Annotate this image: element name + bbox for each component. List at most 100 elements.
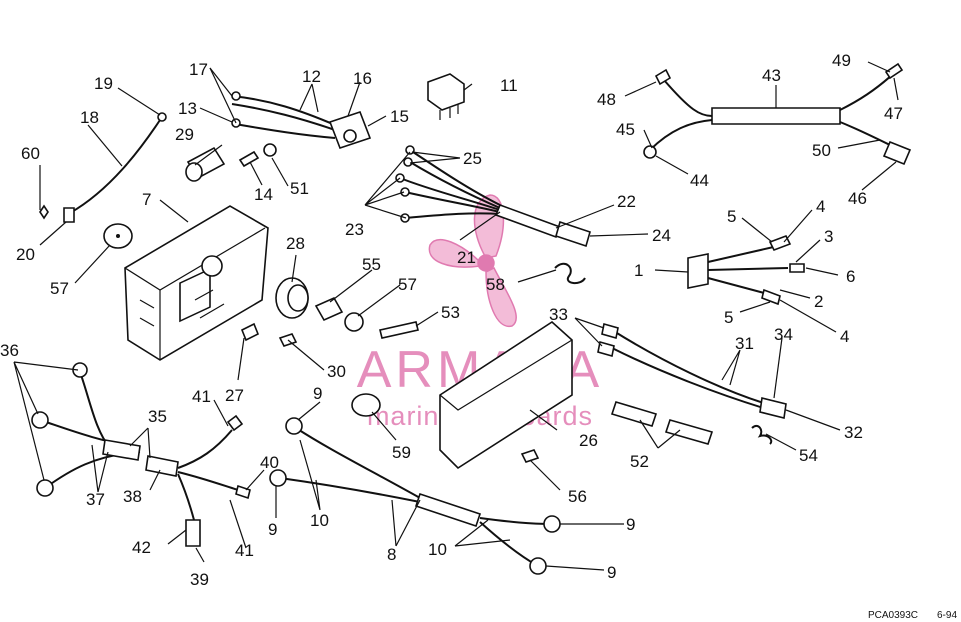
callout-55: 55 [362, 255, 381, 274]
part-31-cable [597, 322, 787, 419]
callout-11: 11 [500, 76, 518, 95]
callout-39: 39 [190, 570, 209, 589]
callout-58: 58 [486, 275, 505, 294]
callout-23: 23 [345, 220, 364, 239]
callout-53: 53 [441, 303, 460, 322]
callout-9d: 9 [607, 563, 616, 582]
figure-code: PCA0393C [868, 610, 918, 621]
callout-10b: 10 [428, 540, 447, 559]
callout-25: 25 [463, 149, 482, 168]
callout-42: 42 [132, 538, 151, 557]
callout-7: 7 [142, 190, 151, 209]
callout-48: 48 [597, 90, 616, 109]
callout-3: 3 [824, 227, 833, 246]
callout-57: 57 [50, 279, 69, 298]
callout-9c: 9 [626, 515, 635, 534]
callout-41a: 41 [192, 387, 211, 406]
part-46-connector [882, 140, 912, 166]
callout-22: 22 [617, 192, 636, 211]
callout-59: 59 [392, 443, 411, 462]
callout-20: 20 [16, 245, 35, 264]
part-49-terminal [884, 62, 904, 80]
callout-5: 5 [727, 207, 736, 226]
part-57-washer-2 [344, 312, 364, 332]
callout-33: 33 [549, 305, 568, 324]
callout-18: 18 [80, 108, 99, 127]
callout-13: 13 [178, 99, 197, 118]
part-51-grommet [263, 143, 277, 157]
part-23-harness [395, 145, 501, 223]
callout-54: 54 [799, 446, 818, 465]
part-1-switch [687, 234, 805, 306]
callout-56: 56 [568, 487, 587, 506]
callout-47: 47 [884, 104, 903, 123]
callout-40: 40 [260, 453, 279, 472]
callout-9b: 9 [268, 520, 277, 539]
part-drawings [31, 62, 912, 575]
callout-44: 44 [690, 171, 709, 190]
callout-57b: 57 [398, 275, 417, 294]
part-24-fitting [555, 220, 591, 248]
part-28-grommet [275, 277, 309, 319]
callout-29: 29 [175, 125, 194, 144]
part-56-screw [520, 449, 540, 463]
callout-51: 51 [290, 179, 309, 198]
callout-15: 15 [390, 107, 409, 126]
callout-9a: 9 [313, 384, 322, 403]
part-52-sleeve [610, 401, 658, 427]
part-43-harness [643, 62, 912, 166]
callout-6: 6 [846, 267, 855, 286]
part-7-box [124, 205, 269, 361]
callout-16: 16 [353, 69, 372, 88]
footer-code: PCA0393C 6-94 [868, 610, 957, 621]
part-58-clip [554, 262, 586, 284]
callout-41b: 41 [235, 541, 254, 560]
part-26-plate [439, 320, 573, 470]
callout-30: 30 [327, 362, 346, 381]
part-60-clip [39, 204, 49, 220]
part-11-relay [427, 73, 465, 120]
callout-labels: 60 18 19 17 13 12 16 15 11 29 14 51 25 2… [0, 51, 903, 589]
callout-52: 52 [630, 452, 649, 471]
callout-45: 45 [616, 120, 635, 139]
part-35-harness [31, 362, 251, 547]
callout-46: 46 [848, 189, 867, 208]
callout-17: 17 [189, 60, 208, 79]
part-55-sleeve [314, 296, 344, 322]
callout-43: 43 [762, 66, 781, 85]
callout-27: 27 [225, 386, 244, 405]
callout-26: 26 [579, 431, 598, 450]
callout-2: 2 [814, 292, 823, 311]
callout-12: 12 [302, 67, 321, 86]
callout-4b: 4 [840, 327, 849, 346]
callout-37: 37 [86, 490, 105, 509]
callout-31: 31 [735, 334, 754, 353]
callout-8: 8 [387, 545, 396, 564]
callout-14: 14 [254, 185, 273, 204]
callout-24: 24 [652, 226, 671, 245]
callout-5b: 5 [724, 308, 733, 327]
callout-4: 4 [816, 197, 825, 216]
part-22-cable [494, 203, 562, 239]
callout-50: 50 [812, 141, 831, 160]
part-54-clip [751, 424, 773, 445]
callout-49: 49 [832, 51, 851, 70]
part-8-cable [269, 417, 561, 575]
callout-60: 60 [21, 144, 40, 163]
leader-lines [13, 61, 899, 571]
callout-32: 32 [844, 423, 863, 442]
part-12-wires [231, 95, 336, 126]
callout-34: 34 [774, 325, 793, 344]
figure-date: 6-94 [937, 610, 957, 621]
part-44-eyelet [643, 145, 657, 159]
part-14-terminal [238, 150, 260, 168]
part-48-terminal [654, 68, 672, 86]
callout-38: 38 [123, 487, 142, 506]
callout-36: 36 [0, 341, 19, 360]
part-59-clamp [351, 393, 381, 417]
callout-35: 35 [148, 407, 167, 426]
part-20-lug [63, 207, 75, 223]
part-17-eyelet [231, 91, 241, 101]
callout-21: 21 [457, 248, 476, 267]
